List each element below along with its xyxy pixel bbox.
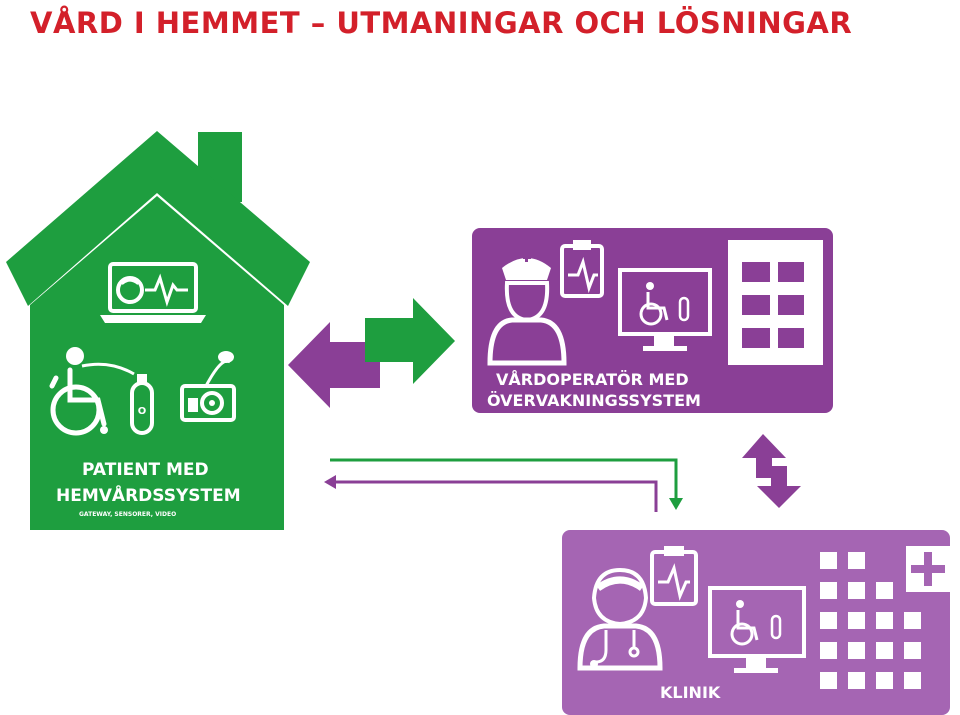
operator-node: VÅRDOPERATÖR MED ÖVERVAKNINGSSYSTEM xyxy=(472,228,833,413)
operator-label-line2: ÖVERVAKNINGSSYSTEM xyxy=(487,391,701,410)
oxygen-tank-icon: O xyxy=(130,374,154,435)
house-icon xyxy=(6,131,310,530)
home-node: O PATIENT MED HEMVÅRDSSYSTEM GATEWAY, SE… xyxy=(6,131,310,530)
blood-pressure-monitor-icon xyxy=(180,351,236,422)
arrow-up-purple xyxy=(742,434,786,478)
home-clinic-line-arrows xyxy=(324,458,683,512)
clipboard-heartbeat-icon xyxy=(650,546,698,606)
page-title: VÅRD I HEMMET – UTMANINGAR OCH LÖSNINGAR xyxy=(30,6,853,40)
home-label-line1: PATIENT MED xyxy=(82,460,209,480)
monitor-patient-icon xyxy=(618,268,712,351)
laptop-video-call-icon xyxy=(100,262,206,323)
hospital-building-icon xyxy=(806,538,921,715)
home-label-line2: HEMVÅRDSSYSTEM xyxy=(56,483,241,506)
home-label-sub: GATEWAY, SENSORER, VIDEO xyxy=(79,511,176,518)
arrow-right-green xyxy=(365,298,455,384)
doctor-icon xyxy=(577,567,663,671)
arrow-down-purple xyxy=(757,466,801,508)
operator-label-line1: VÅRDOPERATÖR MED xyxy=(496,370,689,389)
wheelchair-user-icon xyxy=(49,347,135,436)
nurse-icon xyxy=(487,253,567,366)
office-building-icon xyxy=(728,240,823,365)
monitor-patient-icon xyxy=(708,586,806,673)
medical-cross-icon xyxy=(906,546,950,592)
arrow-left-purple xyxy=(288,322,380,408)
svg-text:O: O xyxy=(138,406,147,417)
clipboard-heartbeat-icon xyxy=(560,240,604,298)
arrow-line-green xyxy=(330,458,678,500)
clinic-node: KLINIK xyxy=(562,530,950,715)
operator-clinic-arrows xyxy=(742,434,801,508)
arrow-line-purple xyxy=(334,480,658,512)
clinic-label: KLINIK xyxy=(660,683,721,702)
home-operator-arrows xyxy=(288,298,455,408)
